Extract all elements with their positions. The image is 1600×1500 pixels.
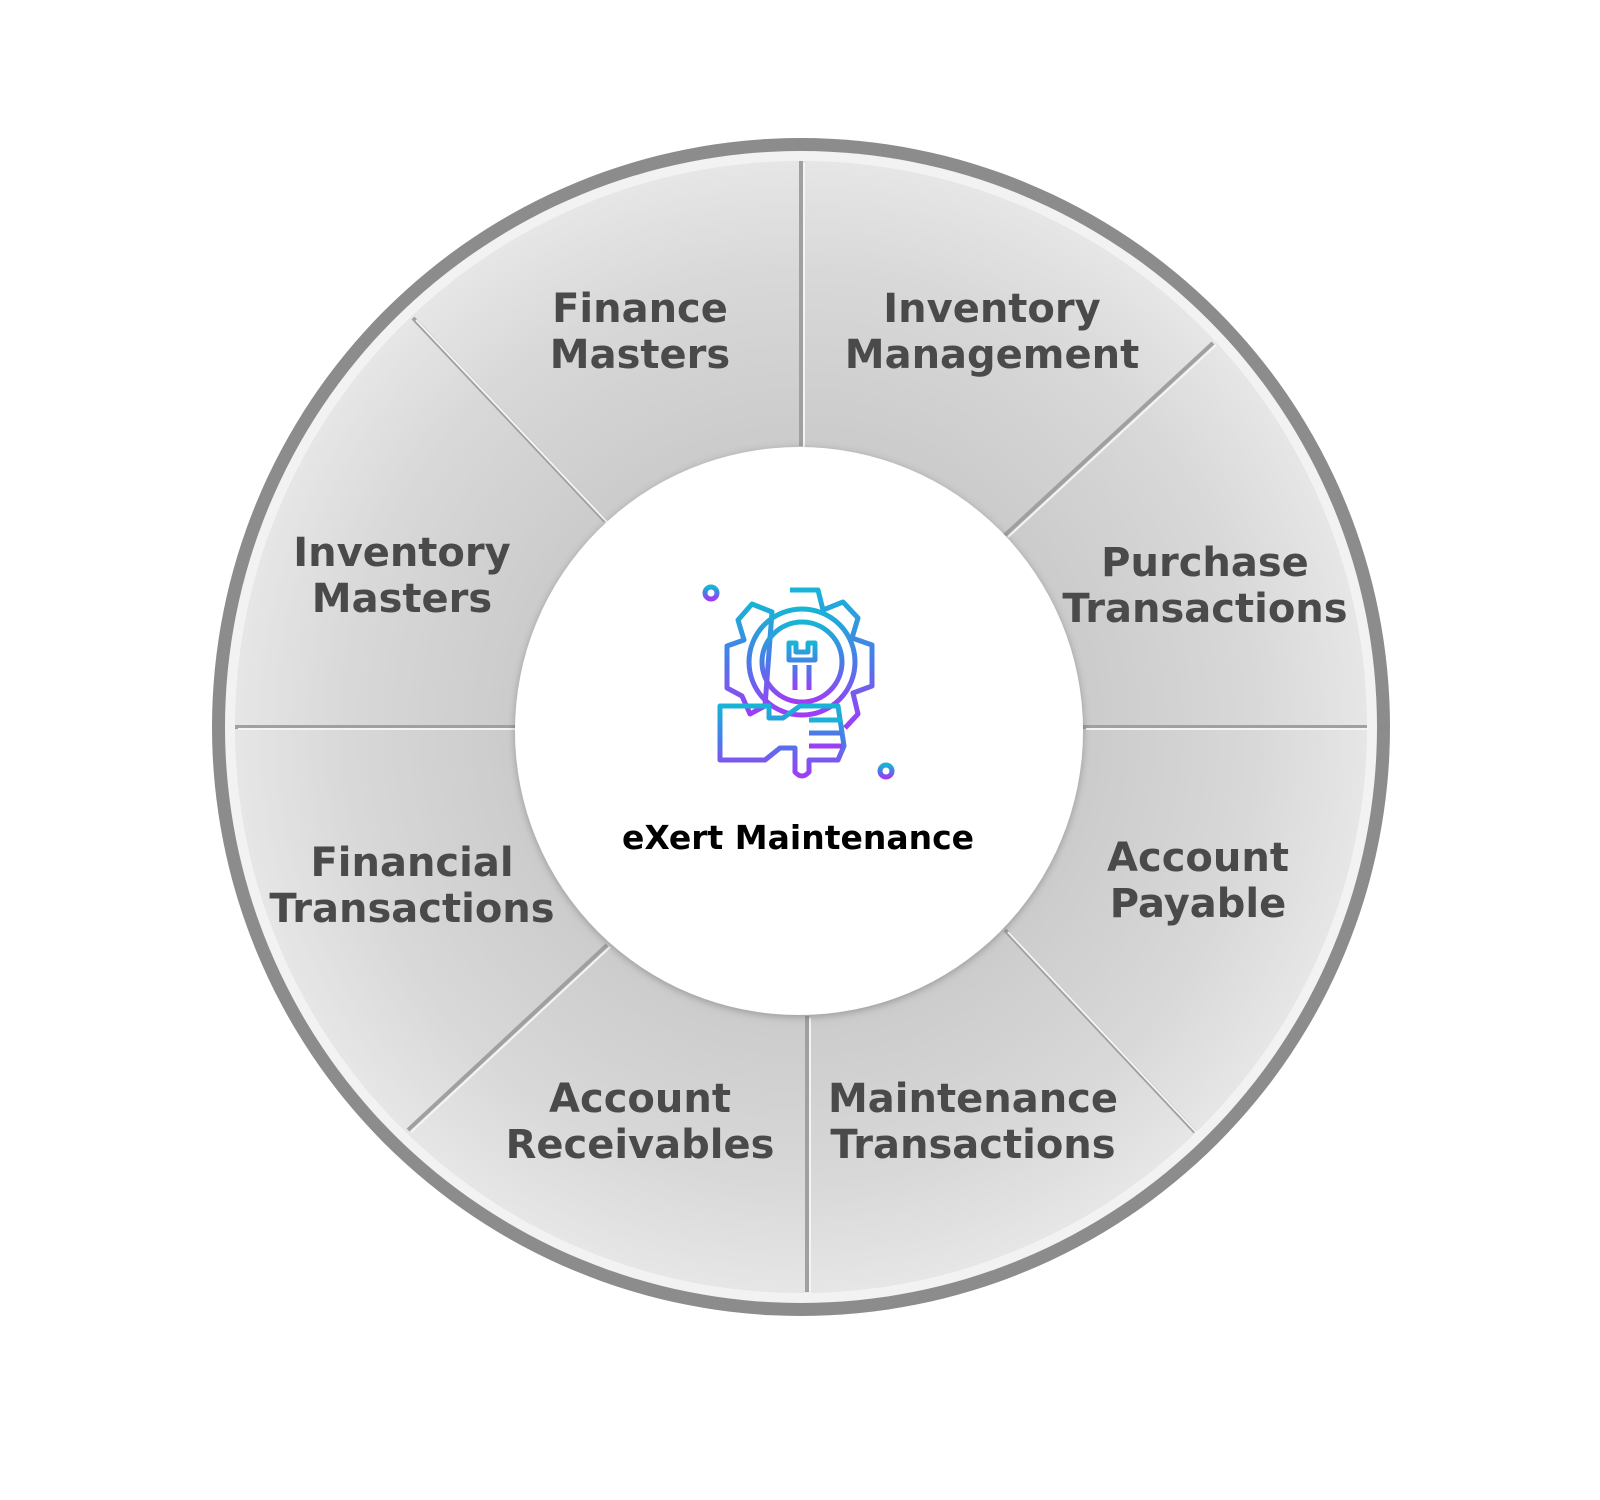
label-line: Payable (1110, 881, 1287, 927)
label-line: Financial (310, 840, 513, 886)
label-line: Receivables (506, 1122, 775, 1168)
label-line: Transactions (1062, 586, 1347, 632)
label-line: Management (845, 332, 1139, 378)
label-line: Account (1107, 835, 1289, 881)
label-line: Transactions (830, 1122, 1115, 1168)
label-line: Maintenance (828, 1076, 1118, 1122)
label-line: Purchase (1101, 540, 1309, 586)
label-line: Transactions (269, 886, 554, 932)
center-title: eXert Maintenance (622, 818, 974, 857)
label-line: Masters (550, 332, 730, 378)
label-line: Inventory (293, 530, 510, 576)
label-line: Finance (552, 286, 728, 332)
label-line: Account (549, 1076, 731, 1122)
label-line: Masters (312, 576, 492, 622)
center-hub (515, 447, 1083, 1015)
label-line: Inventory (883, 286, 1100, 332)
gear-wrench-hand-icon (702, 584, 895, 780)
segment-dividers (235, 161, 1370, 1294)
